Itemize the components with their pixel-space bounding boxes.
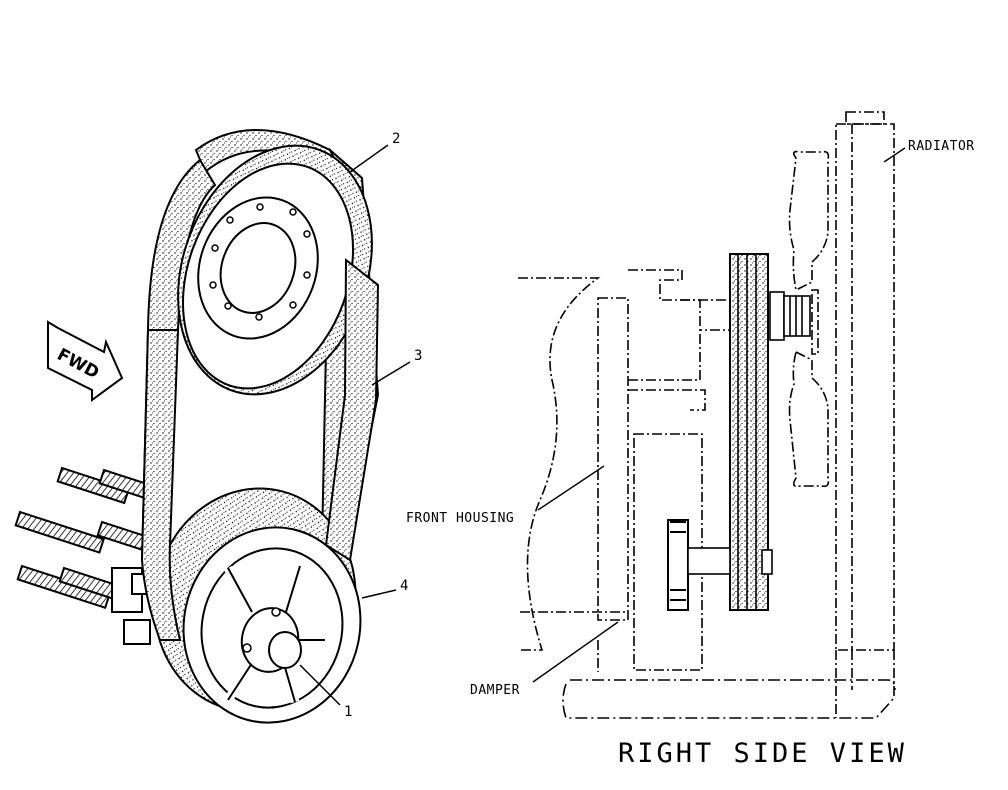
callout-1: 1 [344,704,352,720]
fan-drive-pulley [177,144,373,396]
front-housing [518,269,731,672]
callout-3: 3 [414,348,422,364]
front-housing-label: FRONT HOUSING [406,511,514,526]
radiator [835,111,895,718]
chassis-frame [562,679,896,719]
radiator-label: RADIATOR [908,139,975,154]
belt-drive-isometric: FWD [14,129,411,724]
belt-front-strand [140,329,182,641]
fan-hub [769,291,811,341]
view-title: RIGHT SIDE VIEW [618,738,907,769]
forward-arrow: FWD [47,320,124,402]
damper-label: DAMPER [470,683,520,698]
damper-pulley-side [667,519,773,611]
mounting-studs [14,466,163,645]
right-side-view-drawing [518,111,906,719]
callout-4: 4 [400,578,408,594]
callout-2: 2 [392,131,400,147]
belt-right-strand [324,257,380,562]
callout-leaders [299,144,411,706]
fan-blade [788,150,830,488]
label-leaders [532,147,906,683]
crankshaft-pulley [153,487,362,724]
